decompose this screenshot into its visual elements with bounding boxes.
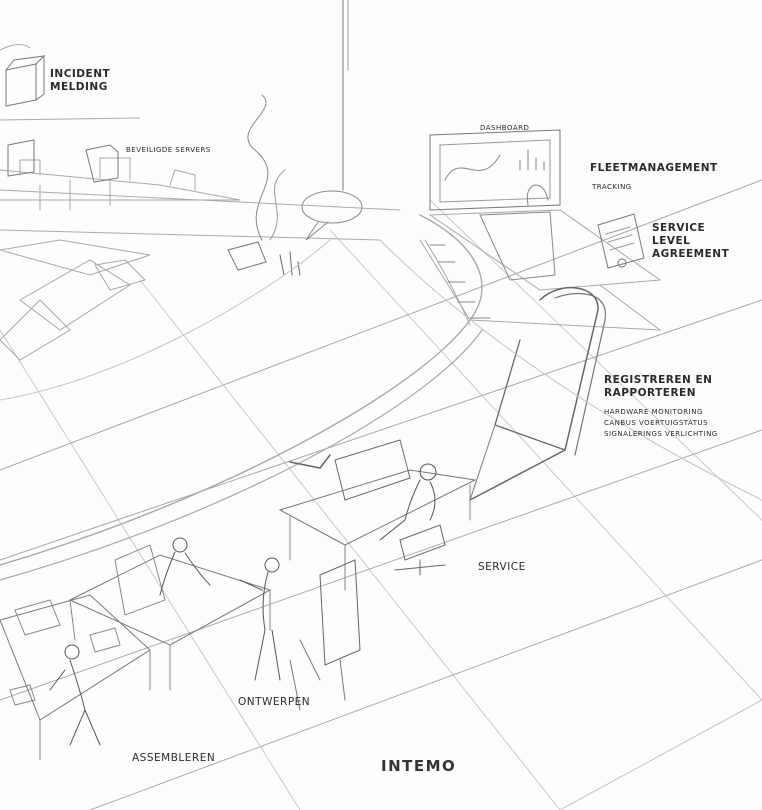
registreren-item-canbus: canbus voertuigstatus (604, 419, 709, 427)
tracking-label: tracking (592, 183, 632, 191)
assembleren-label: assembleren (132, 752, 216, 764)
dashboard-label: dashboard (480, 124, 530, 132)
fleetmanagement-label: fleetmanagement (590, 162, 718, 174)
service-level-agreement-label: service level agreement (652, 222, 730, 261)
beveiligde-servers-label: beveiligde servers (126, 146, 211, 154)
service-label: service (478, 561, 526, 573)
registreren-item-hardware: hardware monitoring (604, 408, 703, 416)
ontwerpen-label: ontwerpen (238, 696, 311, 708)
registreren-item-signalering: signalerings verlichting (604, 430, 718, 438)
registreren-rapporteren-label: registreren en rapporteren (604, 374, 713, 400)
incident-melding-label: Incident melding (50, 68, 111, 94)
intemo-logo: intemo (381, 757, 457, 775)
